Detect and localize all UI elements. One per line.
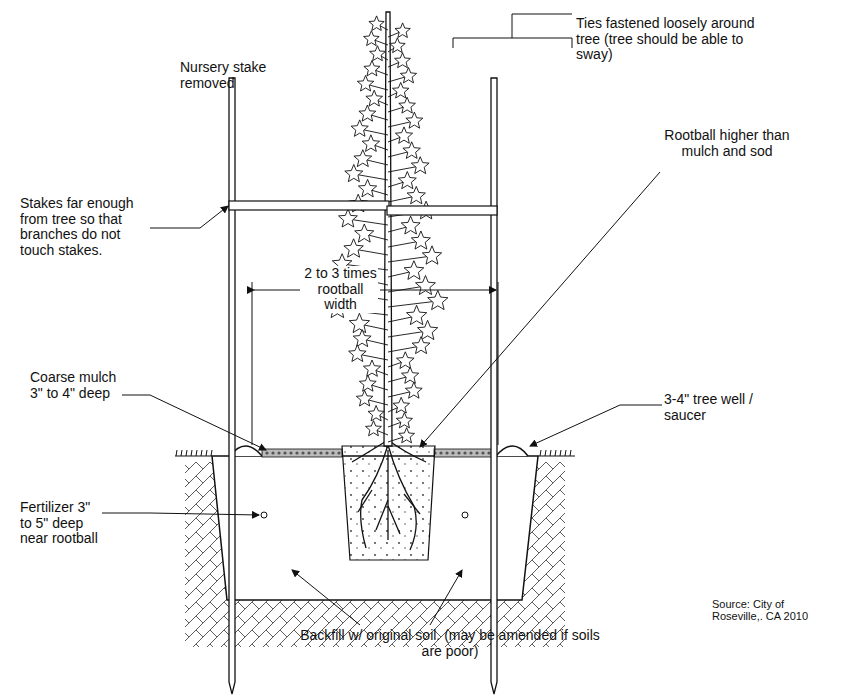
tree-tie xyxy=(229,201,389,210)
callout-label: Ties fastened loosely around tree (tree … xyxy=(576,16,776,63)
mulch-layer xyxy=(262,449,342,457)
leader-line xyxy=(102,14,662,625)
foliage xyxy=(327,16,448,443)
note-label: Nursery stake removed xyxy=(180,60,310,91)
stake xyxy=(229,78,235,694)
callout-label: Coarse mulch 3" to 4" deep xyxy=(30,370,122,401)
saucer-mound xyxy=(496,446,528,456)
rootball xyxy=(342,446,435,560)
mulch-layer xyxy=(434,449,496,457)
callout-label: Fertilizer 3" to 5" deep near rootball xyxy=(20,500,102,547)
callout-label: 3-4" tree well / saucer xyxy=(664,392,754,423)
fertilizer-tablet xyxy=(462,512,468,518)
callout-label: Stakes far enough from tree so that bran… xyxy=(20,196,148,259)
source-note: Source: City of Roseville,. CA 2010 xyxy=(712,598,822,623)
fertilizer-tablet xyxy=(261,512,267,518)
callout-label: Backfill w/ original soil. (may be amend… xyxy=(300,628,600,659)
stake xyxy=(491,78,497,694)
dimension-label: 2 to 3 times rootball width xyxy=(303,266,378,313)
tree-tie xyxy=(387,206,497,215)
callout-label: Rootball higher than mulch and sod xyxy=(662,128,792,159)
roots xyxy=(352,440,426,550)
